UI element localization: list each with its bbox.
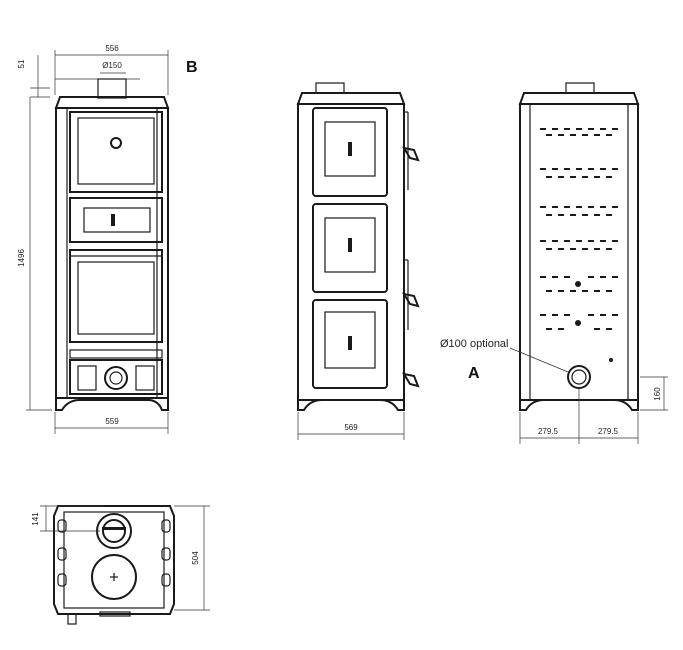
dim-top-width: 556 xyxy=(105,44,119,53)
side-handle-3-icon xyxy=(401,372,420,388)
drawer-handle-icon xyxy=(111,214,115,226)
dim-side-width: 569 xyxy=(344,423,358,432)
dim-base-width: 559 xyxy=(105,417,119,426)
plan-outline xyxy=(53,505,175,615)
side-panel-middle xyxy=(312,203,388,293)
firebox-door xyxy=(69,249,163,343)
view-label-b: B xyxy=(186,59,198,76)
top-cap xyxy=(54,96,170,109)
side-panel-top xyxy=(312,107,388,197)
flue-pipe xyxy=(97,78,127,99)
dim-flue-diameter: Ø150 xyxy=(102,61,122,70)
middle-drawer xyxy=(69,197,163,243)
dim-height: 1496 xyxy=(17,249,26,267)
oven-door xyxy=(69,111,163,193)
stove-body xyxy=(55,107,169,399)
side-handle-2-icon xyxy=(401,292,420,308)
front-view: 556 Ø150 B 51 1496 xyxy=(17,44,198,434)
back-view: Ø100 optional A 160 279.5 279.5 xyxy=(440,82,668,444)
optional-note: Ø100 optional xyxy=(440,338,509,350)
stove-legs xyxy=(55,398,169,411)
dim-plan-offset: 141 xyxy=(31,512,40,526)
air-inlet-icon xyxy=(567,365,591,389)
dim-inlet-height: 160 xyxy=(653,387,662,401)
oven-knob-icon xyxy=(110,137,122,149)
view-label-a: A xyxy=(468,365,480,382)
side-view: 569 xyxy=(296,82,420,440)
dim-back-left: 279.5 xyxy=(538,427,559,436)
plan-hob-ring xyxy=(91,554,137,600)
plan-view: 141 504 xyxy=(31,505,210,625)
back-body xyxy=(519,103,639,401)
vent-slots xyxy=(540,128,618,330)
side-flue xyxy=(315,82,345,94)
air-vent-icon xyxy=(104,366,128,390)
dim-plan-depth: 504 xyxy=(191,551,200,565)
side-handle-1-icon xyxy=(401,146,420,162)
dim-back-right: 279.5 xyxy=(598,427,619,436)
dim-top-offset: 51 xyxy=(17,59,26,68)
ash-drawer xyxy=(69,359,163,395)
side-panel-bottom xyxy=(312,299,388,389)
